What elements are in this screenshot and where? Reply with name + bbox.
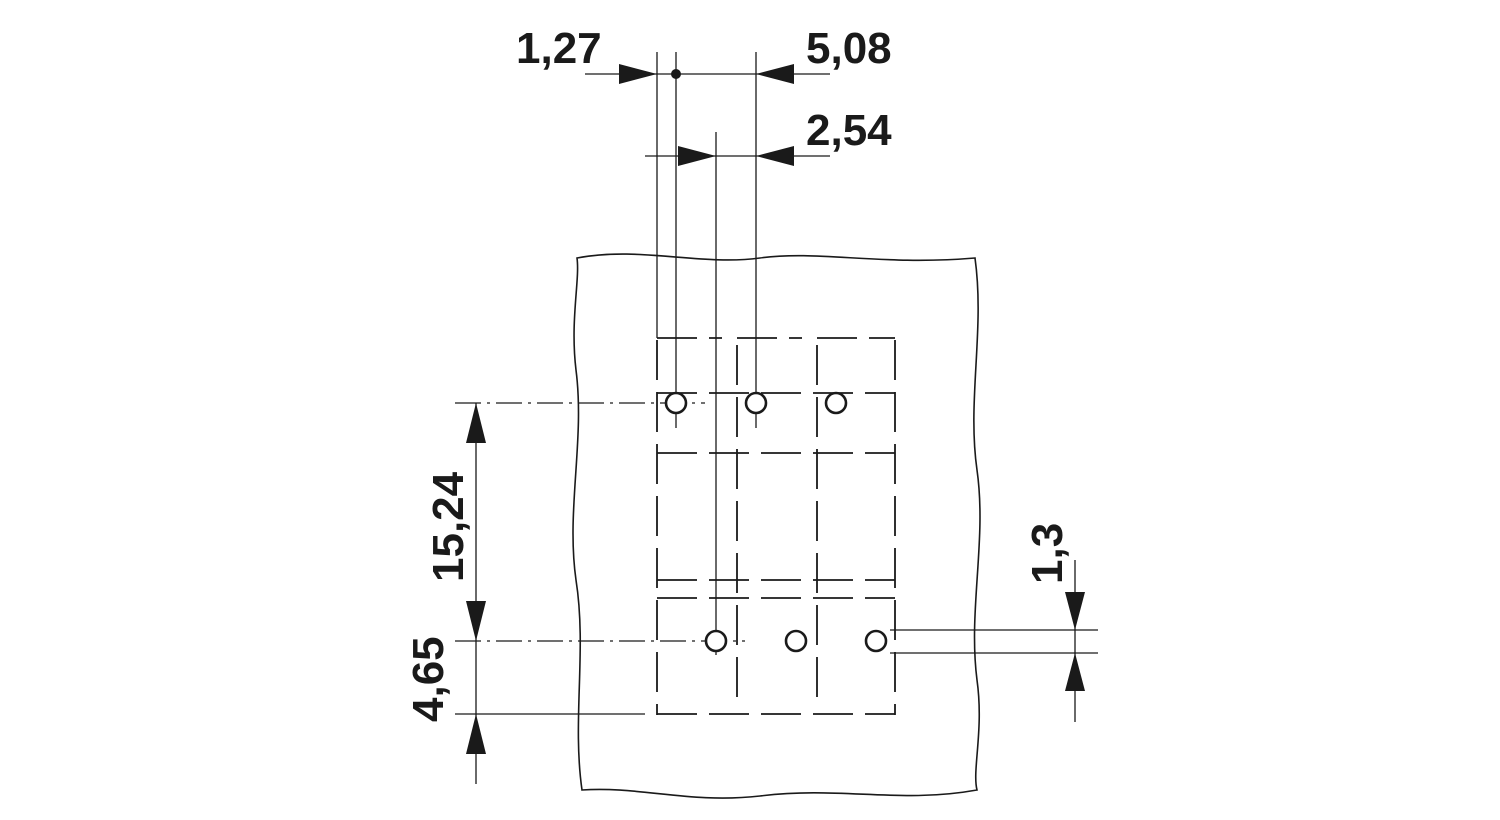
hole-group <box>664 391 888 653</box>
hole-upper-2 <box>744 391 768 415</box>
dimension-label-5-08: 5,08 <box>806 24 892 73</box>
vertical-reference-lines <box>656 52 757 655</box>
hole-upper-1 <box>664 391 688 415</box>
dimension-label-1-27: 1,27 <box>516 24 602 73</box>
hole-lower-2 <box>784 629 808 653</box>
dimension-top-2: 2,54 <box>645 106 892 166</box>
dimension-label-2-54: 2,54 <box>806 106 892 155</box>
dimension-left: 15,24 4,65 <box>404 403 486 784</box>
hole-lower-1 <box>704 629 728 653</box>
dimension-right: 1,3 <box>890 523 1098 722</box>
dimension-label-15-24: 15,24 <box>424 471 473 582</box>
dimension-label-4-65: 4,65 <box>404 636 453 722</box>
component-footprint <box>656 337 896 715</box>
dimension-top-1: 1,27 5,08 <box>516 24 892 84</box>
dimension-label-1-3: 1,3 <box>1023 523 1072 584</box>
hole-upper-3 <box>824 391 848 415</box>
hole-lower-3 <box>864 629 888 653</box>
pcb-board-outline <box>572 253 981 799</box>
